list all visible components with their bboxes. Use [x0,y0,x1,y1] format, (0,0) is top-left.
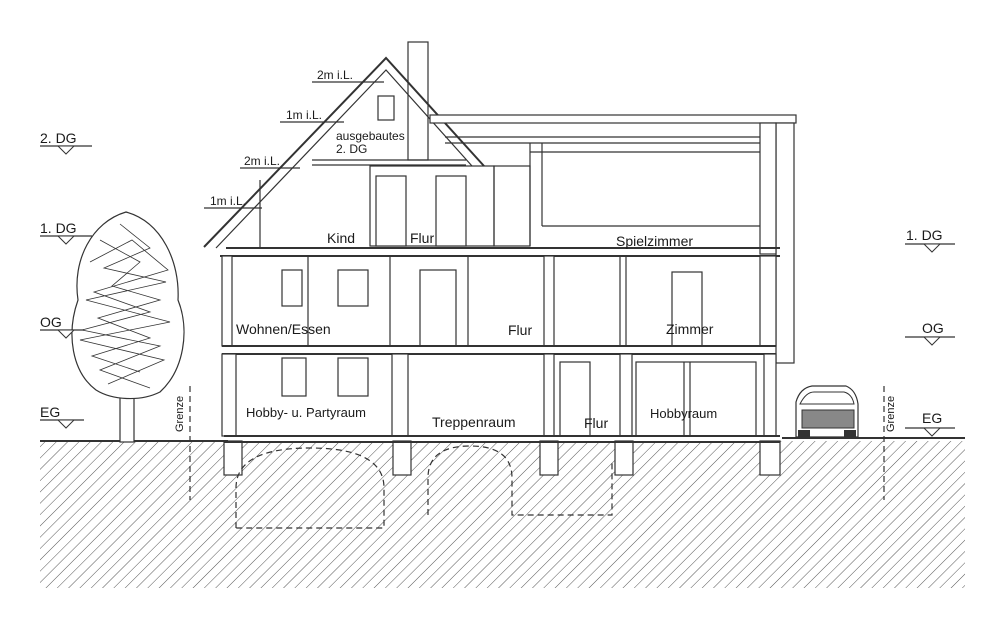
level-markers-right [905,243,955,437]
foundation-pier [223,440,243,476]
door [375,175,407,247]
height-label-2m-top: 2m i.L. [317,68,353,82]
level-label-eg-left: EG [40,404,60,420]
cellar-vault-right [427,445,613,516]
building [203,41,797,443]
level-label-og-right: OG [922,320,944,336]
og-outer-wall-left [221,255,233,347]
labels: 2m i.L. 1m i.L. 2m i.L. 1m i.L. ausgebau… [40,68,944,432]
level-label-1dg-left: 1. DG [40,220,77,236]
room-label-flur-dg: Flur [410,230,434,246]
dg-core-side [493,165,531,247]
level-triangle-icon [56,419,76,429]
level-triangle-icon [922,336,942,346]
level-label-eg-right: EG [922,410,942,426]
level-label-og-left: OG [40,314,62,330]
level-triangle-icon [922,427,942,437]
window [337,357,369,397]
og-column [543,255,555,347]
level-triangle-icon [56,329,76,339]
eg-column [543,353,555,437]
room-label-ausgebautes: ausgebautes [336,129,405,143]
tree-crown [71,211,185,400]
level-label-1dg-right: 1. DG [906,227,943,243]
height-label-1m-lower: 1m i.L. [210,194,246,208]
glazing [635,361,757,437]
foundation-pier [539,440,559,476]
room-label-hobby-party: Hobby- u. Partyraum [246,405,366,420]
car-wheel [798,430,810,438]
tree [71,211,185,443]
gable-roof-inner [215,69,473,249]
room-label-treppenraum: Treppenraum [432,414,516,430]
gable-roof [203,56,485,248]
eg-outer-wall-right [763,353,777,437]
room-label-wohnen-essen: Wohnen/Essen [236,321,331,337]
right-inner-wall-upper [759,122,777,255]
door [559,361,591,437]
car-windshield [799,391,855,405]
car [795,385,859,438]
height-label-1m-upper: 1m i.L. [286,108,322,122]
flat-roof [429,114,797,124]
room-label-flur-og: Flur [508,322,532,338]
foundation-pier [614,440,634,476]
height-label-2m-lower: 2m i.L. [244,154,280,168]
room-label-flur-eg: Flur [584,415,608,431]
room-label-spielzimmer: Spielzimmer [616,233,693,249]
door [671,271,703,347]
soil-hatching [40,441,965,588]
ground [40,437,965,588]
boundary-label-right: Grenze [885,396,897,432]
room-label-kind: Kind [327,230,355,246]
foundation-pier [392,440,412,476]
level-triangle-icon [56,145,76,155]
car-wheel [844,430,856,438]
cellar-vault-left [235,447,385,529]
level-markers-left [40,145,92,429]
room-label-hobbyraum: Hobbyraum [650,406,717,421]
foundation-pier [759,440,781,476]
right-outer-wall-upper [775,122,795,364]
tree-foliage-hatch [79,223,171,389]
eg-wall [619,353,633,437]
level-label-2dg-left: 2. DG [40,130,77,146]
room-label-ausgebautes-2dg: 2. DG [336,142,367,156]
window [281,269,303,307]
eg-wall [391,353,409,437]
boundary-label-left: Grenze [174,396,186,432]
roof-height-markers [204,81,384,209]
room-label-zimmer: Zimmer [666,321,714,337]
door [435,175,467,247]
window [281,357,307,397]
door [419,269,457,347]
level-triangle-icon [56,235,76,245]
og-outer-wall-right [759,255,777,347]
window [337,269,369,307]
attic-window [377,95,395,121]
car-grille [801,409,855,429]
level-triangle-icon [922,243,942,253]
eg-outer-wall-left [221,353,237,437]
